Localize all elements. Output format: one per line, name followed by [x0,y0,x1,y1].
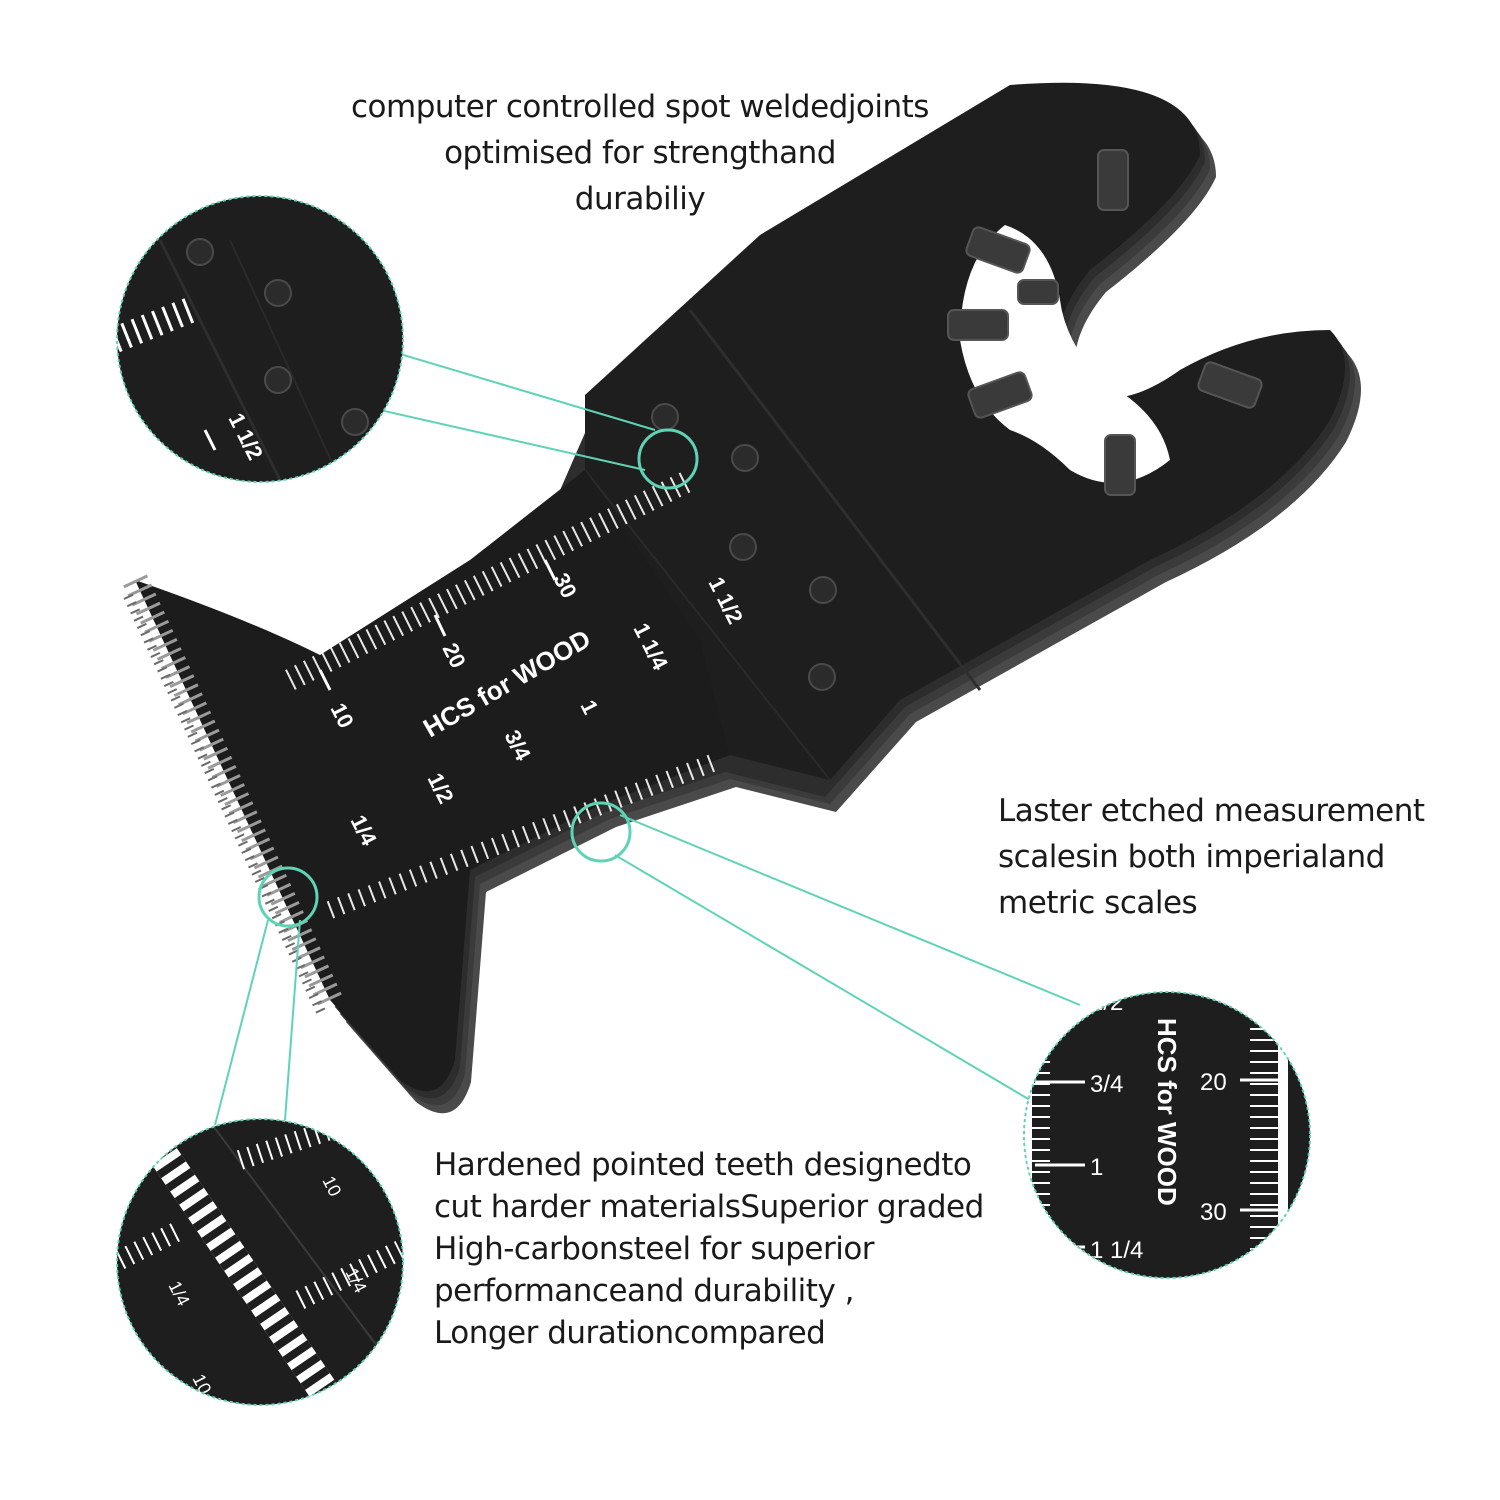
zoom-br-label-three-quarter: 3/4 [1090,1071,1123,1098]
focus-ring-scale [570,801,632,863]
callout-lines [214,344,1081,1126]
zoom-br-label-one: 1 [1090,1154,1103,1181]
caption-bottom-line-2: cut harder materialsSuperior graded [434,1189,984,1225]
focus-ring-teeth [257,866,319,928]
caption-right-line-3: metric scales [998,885,1198,921]
caption-spot-welds: computer controlled spot weldedjoints op… [300,84,980,222]
caption-top-line-2: optimised for strengthand [444,135,836,171]
focus-rings [257,428,699,928]
caption-bottom-line-4: performanceand durability , [434,1273,855,1309]
zoom-br-label-one-quarter: 1 1/4 [1090,1237,1143,1264]
caption-top-line-3: durabiliy [574,181,706,217]
zoom-br-metric-30: 30 [1200,1199,1227,1226]
caption-measurement-scales: Laster etched measurement scalesin both … [998,788,1425,926]
caption-top-line-1: computer controlled spot weldedjoints [351,89,929,125]
zoom-br-label-half: 1/2 [1090,989,1123,1016]
zoom-circle-scales: 1/2 3/4 1 1 1/4 20 30 HCS for WOOD [1023,989,1311,1279]
zoom-circle-teeth: 10 1/4 1/4 10 [116,1118,404,1406]
caption-hardened-teeth: Hardened pointed teeth designedto cut ha… [434,1144,984,1354]
main-blade: 10 20 30 HCS for WOOD 1/4 1/2 3/4 1 1 1/… [123,82,1361,1114]
zoom-circle-welds: 1 1/2 [116,195,404,483]
caption-right-line-2: scalesin both imperialand [998,839,1385,875]
caption-bottom-line-5: Longer durationcompared [434,1315,826,1351]
zoom-br-brand-text: HCS for WOOD [1152,1018,1182,1206]
focus-ring-welds [637,428,699,490]
caption-right-line-1: Laster etched measurement [998,793,1425,829]
zoom-br-metric-20: 20 [1200,1069,1227,1096]
caption-bottom-line-3: High-carbonsteel for superior [434,1231,875,1267]
caption-bottom-line-1: Hardened pointed teeth designedto [434,1147,972,1183]
